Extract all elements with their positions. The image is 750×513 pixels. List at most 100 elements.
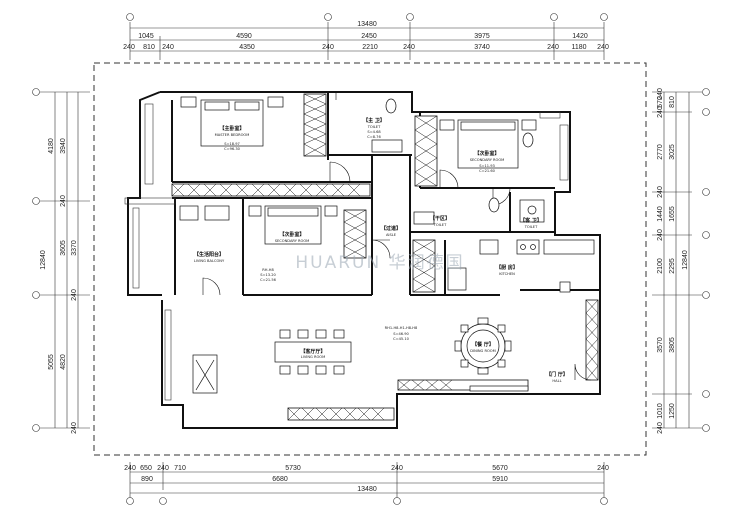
balcony-fixtures: [179, 205, 230, 221]
guest-bath-name: 【客 卫】: [520, 217, 542, 224]
top-dim2-a: 240: [123, 44, 135, 51]
living-spec-line1: RH1-H8-H1-H8-H8: [385, 326, 418, 330]
label-dining: 【餐 厅】 DINING ROOM: [470, 341, 495, 353]
master-bath-area1: S=4.68: [367, 130, 381, 134]
label-balcony: 【生活阳台】 LIVING BALCONY: [194, 251, 225, 263]
master-bath-area2: C=8.76: [367, 135, 381, 139]
master-bedroom-en: MASTER BEDROOM: [215, 133, 250, 137]
secondary-bed-mid: [248, 205, 338, 245]
bathroom-fixtures: [371, 98, 545, 225]
label-master-bedroom: 【主卧室】 MASTER BEDROOM S=18.97 C=96.30: [215, 125, 250, 151]
balcony-name: 【生活阳台】: [194, 251, 224, 258]
aisle-name: 【过道】: [381, 225, 401, 232]
top-dim-4590: 4590: [236, 33, 252, 40]
dashed-boundary: [93, 62, 647, 456]
label-aisle: 【过道】 AISLE: [381, 225, 401, 237]
top-dim2-j: 1180: [571, 44, 586, 51]
left-dim-240b: 240: [71, 289, 78, 301]
left-dim-240: 240: [60, 195, 67, 207]
bottom-total-dim: 13480: [357, 486, 377, 493]
top-axis-markers: [126, 13, 608, 21]
bottom-dim-890: 890: [141, 476, 153, 483]
right-dim-3570: 3570: [657, 337, 664, 353]
left-dim-3605: 3605: [60, 240, 67, 256]
right-axis-markers: [702, 88, 710, 432]
bottom-dim-5910: 5910: [492, 476, 508, 483]
label-living-room: 【客厅厅】 LIVING ROOM: [300, 348, 325, 359]
top-dim2-k: 240: [597, 44, 609, 51]
closet-hatching: [171, 93, 599, 421]
top-dim2-c: 240: [162, 44, 174, 51]
top-dim2-g: 240: [403, 44, 415, 51]
bottom-dim-650: 650: [140, 465, 152, 472]
right-dim-240c: 240: [657, 186, 664, 198]
bottom-dim-240a: 240: [124, 465, 136, 472]
left-dim-5055: 5055: [48, 354, 55, 370]
master-bath-en: TOILET: [367, 125, 381, 129]
right-dim-240b: 240: [657, 106, 664, 118]
secondary-bed-right: [439, 119, 537, 169]
entrance-name: 【门 厅】: [546, 371, 568, 378]
living-spec-line2: S=46.90: [393, 332, 409, 336]
sofa-set: [274, 329, 352, 375]
left-dimension-lines: [40, 91, 90, 429]
dining-name: 【餐 厅】: [472, 341, 494, 348]
bottom-dim-5670: 5670: [492, 465, 508, 472]
second-bedroom-mid-name: 【次卧室】: [279, 231, 304, 238]
bottom-dim-6680: 6680: [272, 476, 288, 483]
windows: [124, 103, 569, 401]
second-bedroom-mid-area1: RH-H8: [262, 268, 274, 272]
top-dimension-lines: [129, 22, 605, 60]
right-dim-240a: 240: [657, 88, 664, 100]
right-dim-810: 810: [669, 96, 676, 108]
right-dim-3025: 3025: [669, 144, 676, 160]
bottom-dim-240b: 240: [157, 465, 169, 472]
left-dim-4820: 4820: [60, 354, 67, 370]
top-dim2-d: 4350: [239, 44, 255, 51]
left-axis-markers: [32, 88, 40, 432]
living-spec-line3: C=45.10: [393, 337, 410, 341]
bottom-dim-5730: 5730: [285, 465, 301, 472]
top-dim2-b: 810: [143, 44, 155, 51]
label-guest-bath: 【客 卫】 TOILET: [520, 217, 542, 229]
master-bed: [180, 96, 284, 147]
kitchen-en: KITCHEN: [499, 272, 515, 276]
bottom-dim-710: 710: [174, 465, 186, 472]
bottom-dim-240d: 240: [597, 465, 609, 472]
balcony-en: LIVING BALCONY: [194, 259, 225, 263]
label-entrance: 【门 厅】 HALL: [546, 371, 568, 383]
kitchen-name: 【厨 房】: [496, 264, 518, 271]
dining-table: [454, 317, 512, 375]
top-dim-2450: 2450: [361, 33, 377, 40]
master-bath-name: 【主 卫】: [363, 117, 385, 124]
top-dim2-i: 240: [547, 44, 559, 51]
label-kitchen: 【厨 房】 KITCHEN: [496, 264, 518, 276]
watermark-text: HUARUN 华润德国: [295, 253, 464, 273]
second-bedroom-mid-area3: C=21.56: [260, 278, 277, 282]
right-dim-3805: 3805: [669, 337, 676, 353]
second-bedroom-right-area1: S=11.93: [479, 164, 495, 168]
walls: [127, 91, 601, 429]
second-bedroom-right-en: SECONDARY ROOM: [470, 158, 505, 162]
living-room-en: LIVING ROOM: [301, 355, 325, 359]
tv-cabinet: [192, 354, 529, 394]
right-total-dim: 12840: [682, 250, 689, 270]
kitchen-fixtures: [447, 239, 595, 293]
master-bedroom-name: 【主卧室】: [219, 125, 244, 132]
left-dim-12840: 12840: [40, 250, 47, 270]
dry-area-name: 【干区】: [430, 215, 450, 222]
right-dim-1250: 1250: [669, 403, 676, 419]
second-bedroom-right-name: 【次卧室】: [474, 150, 499, 157]
guest-bath-en: TOILET: [524, 225, 538, 229]
label-secondary-bedroom-mid: 【次卧室】 SECONDARY ROOM RH-H8 S=13.20 C=21.…: [260, 231, 309, 282]
label-secondary-bedroom-right: 【次卧室】 SECONDARY ROOM S=11.93 C=21.60: [470, 150, 505, 173]
dry-area-en: TOILET: [433, 223, 447, 227]
right-dim-1010: 1010: [657, 403, 664, 419]
right-dim-2100: 2100: [657, 258, 664, 274]
second-bedroom-right-area2: C=21.60: [479, 169, 496, 173]
right-dimension-lines: [652, 91, 702, 429]
right-dim-1655: 1655: [669, 206, 676, 222]
second-bedroom-mid-en: SECONDARY ROOM: [275, 239, 310, 243]
top-dim-1420: 1420: [572, 33, 588, 40]
